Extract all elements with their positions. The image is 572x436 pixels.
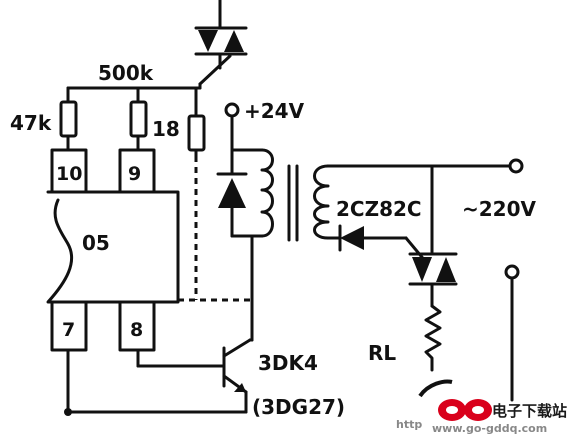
diode-2cz82c xyxy=(340,226,364,250)
label-rl: RL xyxy=(368,341,396,365)
load-side xyxy=(338,158,524,402)
watermark-prefix: http xyxy=(396,418,422,431)
resistor-18 xyxy=(187,114,206,152)
watermark-logo-icon xyxy=(418,379,492,421)
terminal-220v-bottom xyxy=(504,264,520,280)
label-3dg27: (3DG27) xyxy=(252,395,345,419)
label-pin-9: 9 xyxy=(128,163,141,185)
secondary-winding xyxy=(313,164,330,240)
label-24v: +24V xyxy=(244,99,305,123)
label-ic-05: 05 xyxy=(82,231,110,255)
resistor-network xyxy=(59,82,206,158)
label-pin-7: 7 xyxy=(62,319,75,341)
flyback-diode xyxy=(218,178,246,208)
supply-and-coil xyxy=(216,102,512,342)
transistor-3dk4 xyxy=(136,338,254,414)
top-triac xyxy=(194,0,248,86)
load-rl xyxy=(424,304,442,372)
label-pin-10: 10 xyxy=(56,163,82,185)
terminal-24v xyxy=(224,102,240,118)
label-2cz82c: 2CZ82C xyxy=(336,197,422,221)
label-3dk4: 3DK4 xyxy=(258,351,318,375)
resistor-500k xyxy=(129,100,148,138)
label-220v: ~220V xyxy=(462,197,537,221)
load-triac xyxy=(412,257,432,282)
watermark: http 电子下载站 www.go-gddq.com xyxy=(396,379,567,435)
watermark-logo-text: 电子下载站 xyxy=(492,402,567,420)
ground-rail xyxy=(64,348,248,416)
label-47k: 47k xyxy=(10,111,52,135)
watermark-url: www.go-gddq.com xyxy=(432,422,547,435)
terminal-220v-top xyxy=(508,158,524,174)
resistor-47k xyxy=(59,100,78,138)
label-500k: 500k xyxy=(98,61,154,85)
trigger-link xyxy=(178,156,252,302)
label-18: 18 xyxy=(152,117,180,141)
label-pin-8: 8 xyxy=(130,319,143,341)
relay-coil xyxy=(260,148,274,238)
